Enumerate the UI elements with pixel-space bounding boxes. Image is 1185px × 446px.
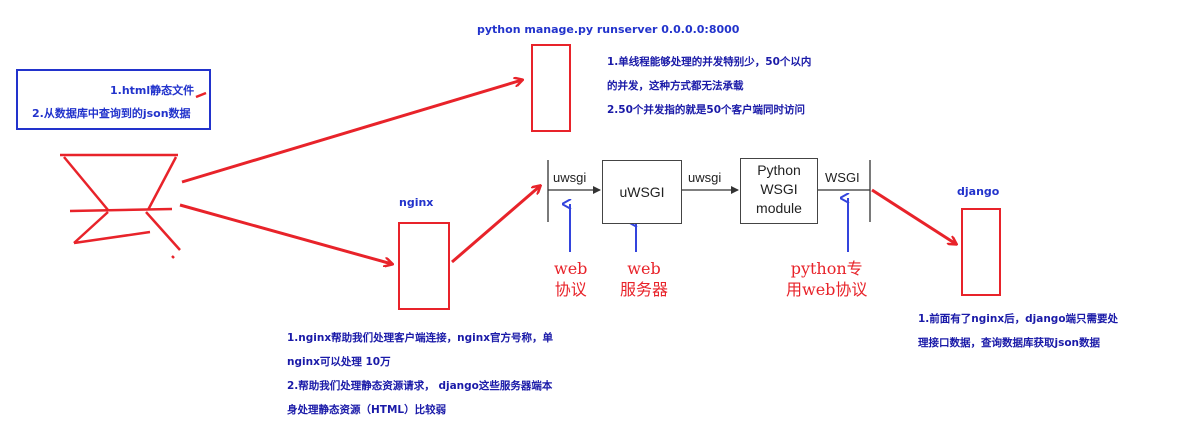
django-note-1: 1.前面有了nginx后，django端只需要处	[918, 313, 1119, 325]
nginx-note-1: 1.nginx帮助我们处理客户端连接，nginx官方号称，单	[287, 332, 553, 344]
python-wsgi-module-box: Python WSGI module	[740, 158, 818, 224]
uwsgi-server-label: uWSGI	[619, 184, 665, 200]
python-wsgi-line1: Python	[757, 162, 801, 178]
blue-arrows	[570, 198, 848, 252]
nginx-note-4: 身处理静态资源（HTML）比较弱	[287, 404, 447, 416]
static-content-box: 1.html静态文件 2.从数据库中查询到的json数据	[16, 69, 211, 130]
runserver-note-1: 1.单线程能够处理的并发特别少，50个以内	[607, 56, 812, 68]
nginx-note-2: nginx可以处理 10万	[287, 356, 391, 368]
client-sketch	[60, 91, 207, 259]
annotation-web-protocol: web 协议	[554, 259, 588, 299]
pipeline-connectors	[547, 160, 871, 222]
runserver-box	[531, 44, 571, 132]
runserver-note-2: 的并发，这种方式都无法承载	[607, 80, 744, 92]
runserver-note-3: 2.50个并发指的就是50个客户端同时访问	[607, 104, 806, 116]
django-box	[961, 208, 1001, 296]
django-label: django	[957, 185, 1000, 198]
django-note-2: 理接口数据，查询数据库获取json数据	[918, 337, 1101, 349]
nginx-note-3: 2.帮助我们处理静态资源请求， django这些服务器端本	[287, 380, 553, 392]
uwsgi-protocol-mid: uwsgi	[688, 170, 722, 185]
uwsgi-protocol-left: uwsgi	[553, 170, 587, 185]
static-box-line1: 1.html静态文件	[110, 84, 195, 97]
python-wsgi-line2: WSGI	[760, 181, 798, 197]
annotation-web-server: web 服务器	[620, 259, 669, 299]
uwsgi-server-box: uWSGI	[602, 160, 682, 224]
runserver-command: python manage.py runserver 0.0.0.0:8000	[477, 23, 740, 36]
nginx-label: nginx	[399, 196, 434, 209]
python-wsgi-line3: module	[756, 200, 802, 216]
annotation-python-protocol: python专 用web协议	[786, 259, 868, 299]
static-box-line2: 2.从数据库中查询到的json数据	[32, 107, 191, 120]
wsgi-protocol-right: WSGI	[825, 170, 860, 185]
nginx-box	[398, 222, 450, 310]
red-arrows	[179, 80, 956, 264]
